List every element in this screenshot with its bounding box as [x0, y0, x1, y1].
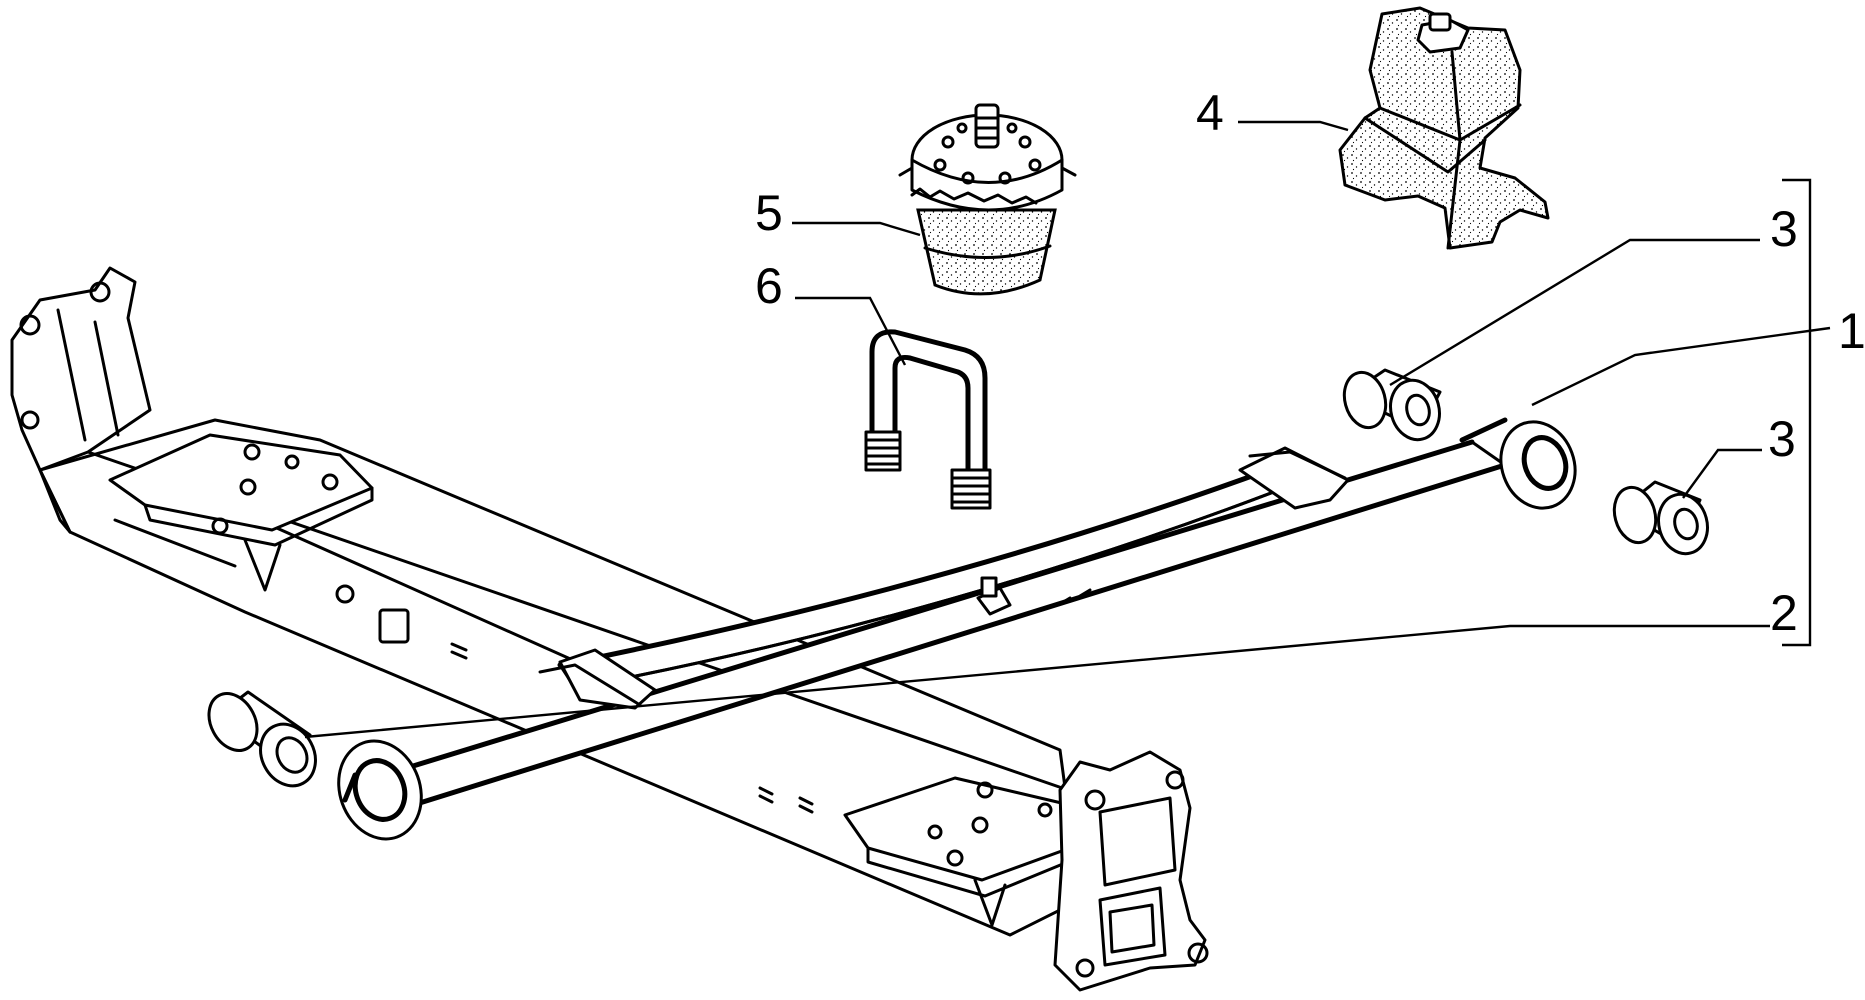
callout-4: 4 — [1196, 85, 1224, 141]
u-bolt-part-6 — [864, 329, 992, 510]
rubber-buffer-part-5 — [898, 103, 1077, 296]
bump-stop-part-4 — [1338, 6, 1550, 250]
leader-5 — [792, 221, 921, 237]
leader-6 — [795, 296, 907, 366]
leader-3b — [1682, 448, 1762, 499]
callout-3-upper: 3 — [1770, 201, 1798, 257]
leader-4 — [1238, 120, 1349, 132]
callout-2: 2 — [1770, 585, 1798, 641]
bushing-part-3-lower — [1612, 480, 1709, 556]
callout-5: 5 — [755, 185, 783, 241]
group-bracket — [1782, 178, 1812, 647]
leader-2 — [304, 624, 1770, 739]
callout-6: 6 — [755, 258, 783, 314]
bushing-part-3-upper — [1342, 368, 1442, 442]
leader-1 — [1531, 326, 1831, 407]
leader-lines — [304, 120, 1831, 739]
callout-labels: 1 2 3 3 4 5 6 — [755, 85, 1865, 641]
bushing-part-2 — [207, 690, 317, 788]
leaf-spring — [337, 417, 1577, 841]
axle-crossmember — [10, 266, 1209, 992]
callout-1: 1 — [1838, 303, 1865, 359]
callout-3-lower: 3 — [1768, 411, 1796, 467]
leader-3a — [1389, 238, 1760, 387]
